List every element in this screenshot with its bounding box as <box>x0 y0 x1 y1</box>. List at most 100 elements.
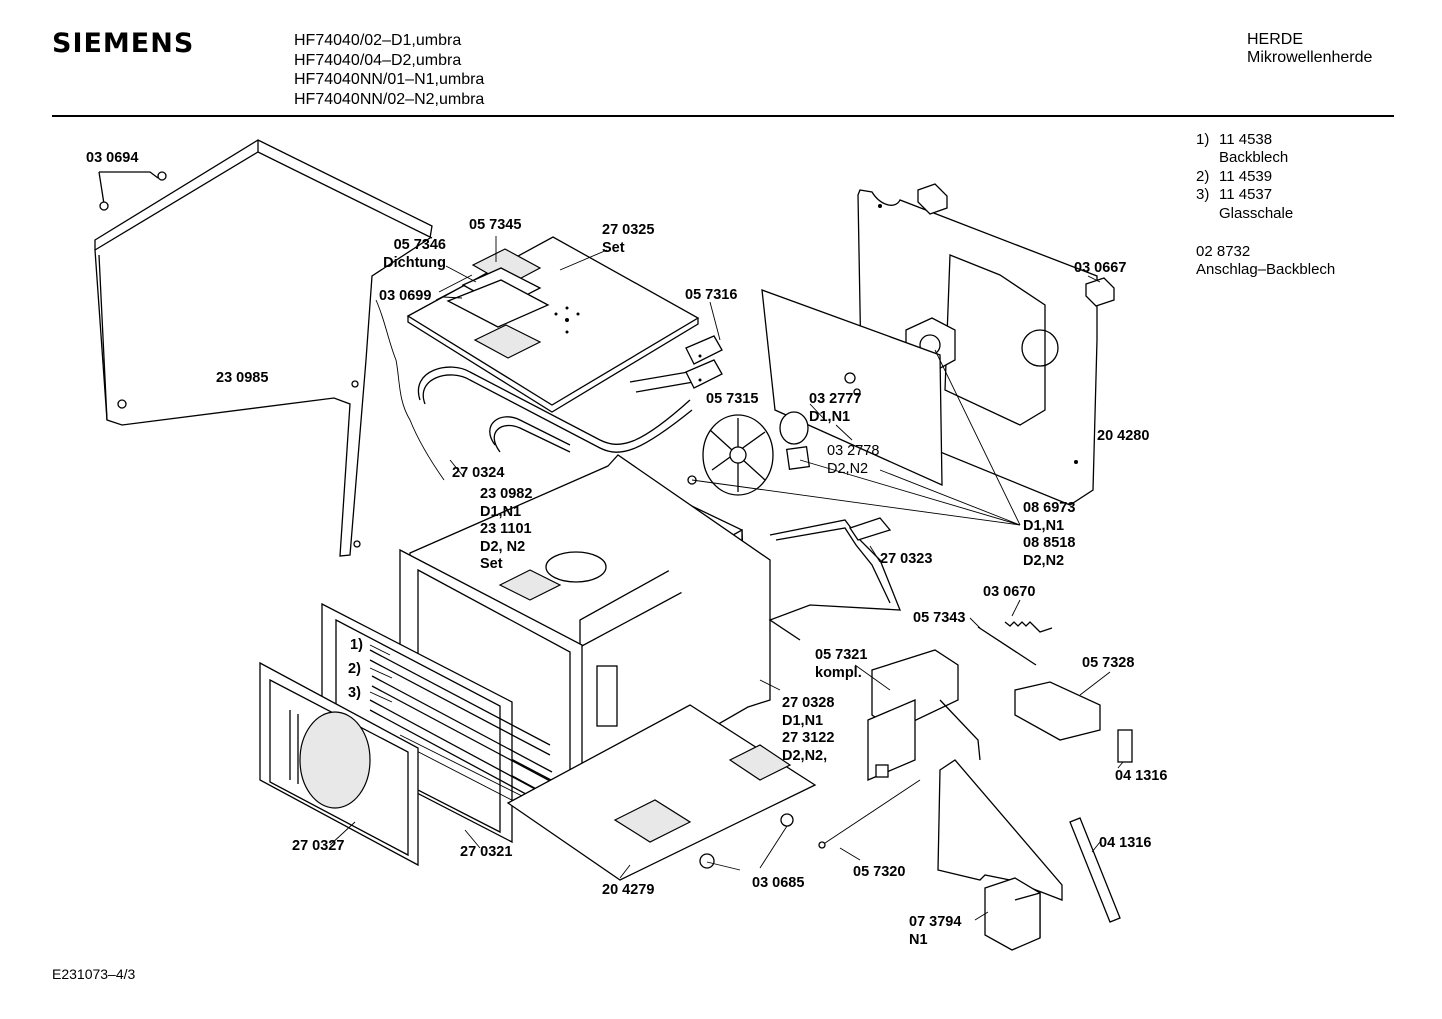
part-label-270321: 27 0321 <box>460 844 513 860</box>
part-label-270324: 27 0324 <box>452 465 505 481</box>
part-note: Set <box>480 556 503 572</box>
part-note: kompl. <box>815 664 862 681</box>
document-id: E231073–4/3 <box>52 966 136 982</box>
part-label-041316-upper: 04 1316 <box>1115 768 1168 784</box>
part-number: 08 6973 <box>1023 500 1076 516</box>
part-variant: D1,N1 <box>809 408 851 425</box>
bracket-mount <box>937 759 1063 901</box>
bracket-057316 <box>685 335 723 389</box>
part-number: 27 3122 <box>782 730 835 746</box>
note-extra-code: 02 8732 <box>1196 243 1251 261</box>
part-variant: D2,N2 <box>827 460 869 477</box>
part-number: 07 3794 <box>909 914 962 930</box>
note-code: 11 4537 <box>1219 186 1273 204</box>
note-description: Glasschale <box>1219 204 1294 222</box>
note-item: 1) 11 4538 <box>1196 131 1335 149</box>
category-title: HERDE <box>1247 31 1304 48</box>
part-number: 27 0328 <box>782 695 835 711</box>
leader-lines <box>329 236 1124 921</box>
part-number: 08 8518 <box>1023 535 1076 551</box>
part-note: Set <box>602 239 625 256</box>
heating-element-270323 <box>768 517 901 641</box>
note-code: 11 4538 <box>1219 131 1273 148</box>
note-description: Backblech <box>1219 149 1289 167</box>
brand-logo: SIEMENS <box>52 28 195 59</box>
part-label-030670: 03 0670 <box>983 584 1036 600</box>
part-label-270327: 27 0327 <box>292 838 345 854</box>
door-270327 <box>259 661 419 867</box>
model-list: HF74040/02–D1,umbra HF74040/04–D2,umbra … <box>294 31 484 109</box>
contact-strip-041316 <box>1069 817 1121 923</box>
part-label-030685: 03 0685 <box>752 875 805 891</box>
part-label-270323: 27 0323 <box>880 551 933 567</box>
model-line: HF74040NN/01–N1,umbra <box>294 71 485 88</box>
part-number: 23 1101 <box>480 521 532 537</box>
part-number: 03 2778 <box>827 443 880 459</box>
part-label-057321: 05 7321 kompl. <box>815 647 867 682</box>
note-extra-description: Anschlag–Backblech <box>1196 261 1336 279</box>
part-variant: N1 <box>909 931 928 948</box>
part-variant: D2,N2 <box>1023 552 1065 569</box>
screw-030694 <box>98 171 167 211</box>
note-number: 1) <box>1196 131 1210 148</box>
part-label-041316-lower: 04 1316 <box>1099 835 1152 851</box>
part-variant: D2, N2 <box>480 538 526 555</box>
note-number: 3) <box>1196 186 1210 204</box>
part-label-057320: 05 7320 <box>853 864 906 880</box>
part-variant: D1,N1 <box>480 503 522 520</box>
part-label-032778: 03 2778 D2,N2 <box>827 443 879 478</box>
top-panel-270325 <box>406 236 700 413</box>
part-label-057315: 05 7315 <box>706 391 759 407</box>
part-number: 05 7321 <box>815 647 868 663</box>
part-label-030699: 03 0699 <box>379 288 432 304</box>
connector-030667 <box>917 183 1115 307</box>
model-line: HF74040/04–D2,umbra <box>294 51 462 69</box>
category-subtitle: Mikrowellenherde <box>1247 49 1373 66</box>
part-label-230982: 23 0982 D1,N1 23 1101 D2, N2 Set <box>480 486 532 574</box>
part-label-057316: 05 7316 <box>685 287 738 303</box>
model-line: HF74040NN/02–N2,umbra <box>294 90 485 108</box>
part-number: 27 0325 <box>602 222 655 238</box>
note-item: 2) 11 4539 <box>1196 168 1335 186</box>
callout-1: 1) <box>350 637 363 653</box>
part-label-270325: 27 0325 Set <box>602 222 654 257</box>
part-label-032777: 03 2777 D1,N1 <box>809 391 861 426</box>
part-label-073794: 07 3794 N1 <box>909 914 961 949</box>
part-number: 23 0982 <box>480 486 533 502</box>
part-number: 03 2777 <box>809 391 862 407</box>
note-code: 11 4539 <box>1219 167 1273 185</box>
callout-2: 2) <box>348 661 361 677</box>
part-label-270328: 27 0328 D1,N1 27 3122 D2,N2, <box>782 695 834 765</box>
part-variant: D1,N1 <box>782 712 824 729</box>
lead-057320 <box>818 779 921 849</box>
part-variant: D2,N2, <box>782 747 828 764</box>
part-label-204279: 20 4279 <box>602 882 655 898</box>
switch-assembly-057321 <box>867 649 981 781</box>
base-plate-204279 <box>506 704 817 881</box>
part-label-030667: 03 0667 <box>1074 260 1127 276</box>
notes-legend: 1)11 4538 Backblech 2)11 4539 3)11 4537 … <box>1196 131 1335 280</box>
part-label-057346: 05 7346 Dichtung <box>370 237 446 272</box>
model-line: HF74040/02–D1,umbra <box>294 32 462 49</box>
note-number: 2) <box>1196 167 1210 185</box>
category-block: HERDE Mikrowellenherde <box>1247 31 1372 67</box>
transformer-073794 <box>984 877 1041 951</box>
part-number: 05 7346 <box>393 237 446 253</box>
part-label-086973: 08 6973 D1,N1 08 8518 D2,N2 <box>1023 500 1075 570</box>
callout-3: 3) <box>348 685 361 701</box>
part-label-030694: 03 0694 <box>86 150 139 166</box>
spring-030670 <box>1004 621 1053 633</box>
rod-057343 <box>977 626 1037 666</box>
note-item: 3) 11 4537 <box>1196 186 1335 204</box>
part-variant: D1,N1 <box>1023 517 1065 534</box>
part-label-057328: 05 7328 <box>1082 655 1135 671</box>
latch-057328 <box>1014 681 1133 763</box>
waveguide-cover <box>761 289 943 487</box>
fan-032777 <box>687 411 811 496</box>
part-note: Dichtung <box>383 254 446 271</box>
part-label-204280: 20 4280 <box>1097 428 1150 444</box>
part-label-057343: 05 7343 <box>913 610 966 626</box>
part-label-230985: 23 0985 <box>216 370 269 386</box>
part-label-057345: 05 7345 <box>469 217 522 233</box>
